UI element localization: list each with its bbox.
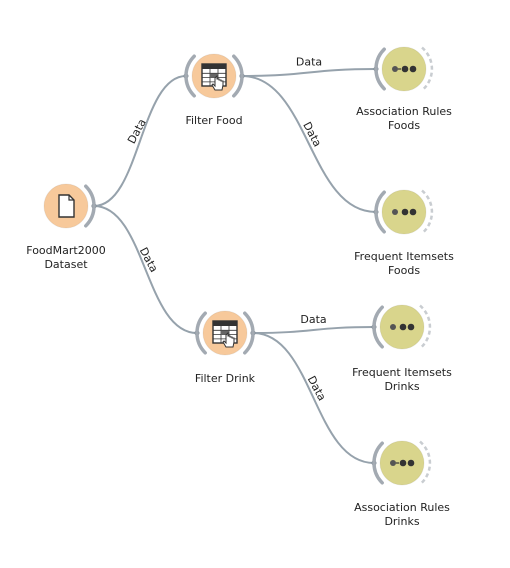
nodes-layer	[43, 46, 434, 486]
node-label-freq-foods: Frequent Itemsets Foods	[354, 250, 454, 277]
output-port-arc[interactable]	[232, 54, 244, 98]
link-filter_drink-to-rules_drinks[interactable]	[252, 332, 375, 464]
link-dataset-to-filter_food[interactable]	[93, 75, 187, 207]
input-port-arc[interactable]	[374, 190, 386, 234]
frequent-itemsets-icon	[390, 323, 415, 331]
node-rules-drinks[interactable]	[372, 440, 432, 486]
output-port-arc[interactable]	[84, 184, 96, 228]
node-label-filter-food: Filter Food	[185, 114, 243, 127]
node-label-rules-foods: Association Rules Foods	[356, 105, 452, 132]
output-port-arc-empty	[421, 189, 434, 235]
link-dataset-to-filter_drink[interactable]	[93, 205, 198, 334]
node-freq-drinks[interactable]	[372, 304, 432, 350]
output-port-arc-empty	[419, 304, 432, 350]
input-port-arc[interactable]	[195, 311, 207, 355]
output-port-arc-empty	[421, 46, 434, 92]
node-freq-foods[interactable]	[374, 189, 434, 235]
frequent-itemsets-icon	[392, 208, 417, 216]
node-label-filter-drink: Filter Drink	[194, 372, 256, 385]
node-dataset[interactable]	[43, 183, 96, 229]
output-port-arc[interactable]	[243, 311, 255, 355]
link-filter_food-to-freq_foods[interactable]	[241, 75, 377, 213]
node-label-freq-drinks: Frequent Itemsets Drinks	[352, 366, 452, 393]
link-label: Data	[296, 56, 322, 69]
input-port-arc[interactable]	[184, 54, 196, 98]
link-label: Data	[300, 313, 326, 326]
output-port-arc-empty	[419, 440, 432, 486]
association-rules-icon	[390, 459, 415, 467]
file-icon	[58, 194, 75, 218]
link-filter_drink-to-freq_drinks[interactable]	[252, 326, 375, 334]
input-port-arc[interactable]	[374, 47, 386, 91]
node-filter-drink[interactable]	[195, 310, 255, 356]
node-label-dataset: FoodMart2000 Dataset	[26, 244, 106, 271]
table-select-icon	[201, 63, 227, 91]
table-select-icon	[212, 320, 238, 348]
input-port-arc[interactable]	[372, 305, 384, 349]
association-rules-icon	[392, 65, 417, 73]
node-label-rules-drinks: Association Rules Drinks	[354, 501, 450, 528]
node-rules-foods[interactable]	[374, 46, 434, 92]
link-filter_food-to-rules_foods[interactable]	[241, 68, 377, 77]
node-filter-food[interactable]	[184, 53, 244, 99]
input-port-arc[interactable]	[372, 441, 384, 485]
